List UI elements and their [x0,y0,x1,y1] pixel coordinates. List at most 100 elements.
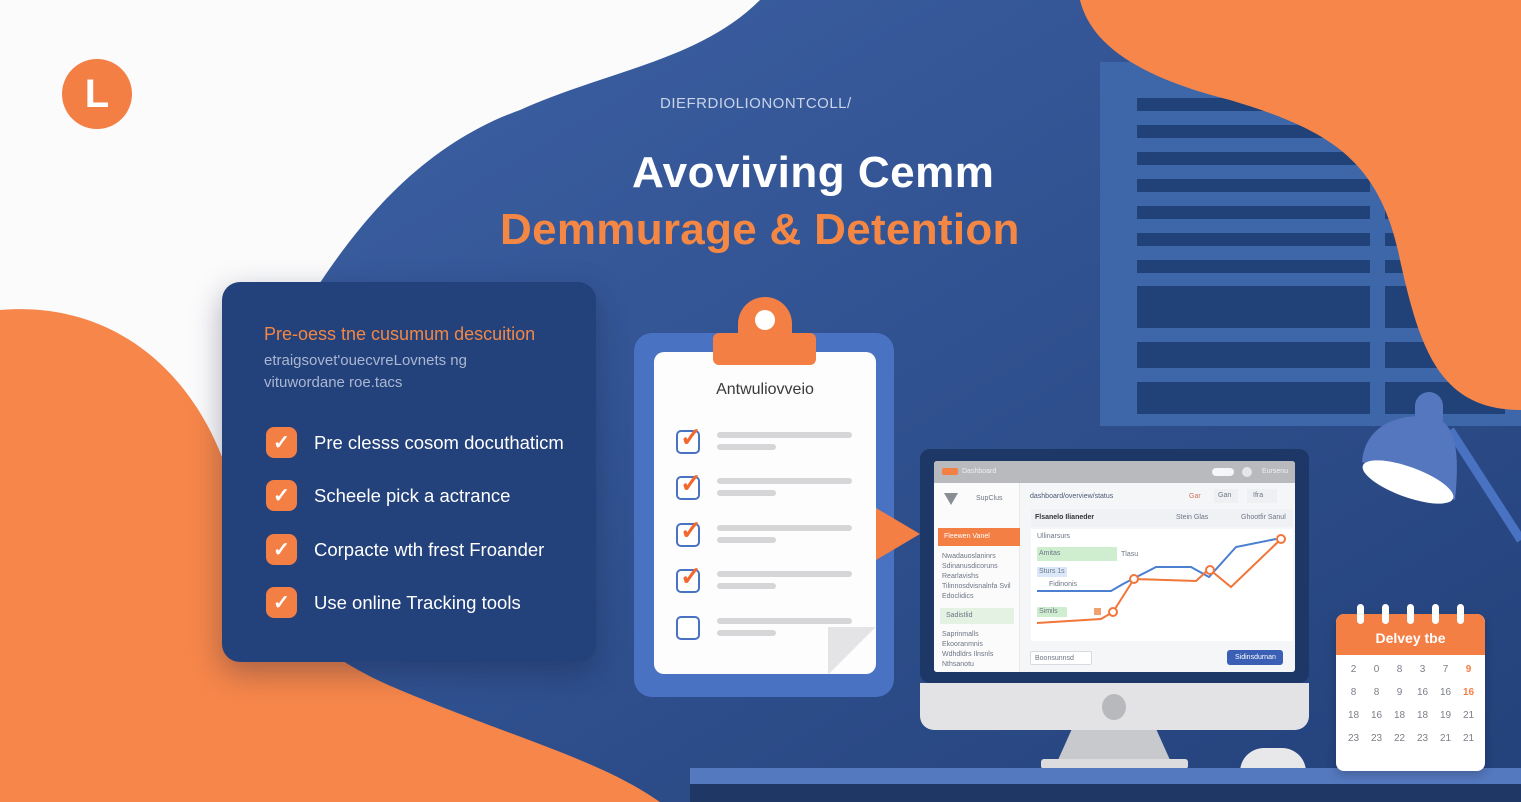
calendar-day[interactable]: 18 [1416,710,1429,721]
calendar-day[interactable]: 16 [1370,710,1383,721]
calendar-grid: 2 0 8 3 7 9 8 8 9 16 16 16 18 16 18 18 19 21 23 23 22 23 21 21 [1342,664,1480,744]
checkbox-checked-icon[interactable]: ✓ [266,534,297,565]
desk-shadow [690,784,1521,802]
checklist-item[interactable]: ✓ [676,468,856,504]
calendar-day[interactable]: 21 [1462,733,1475,744]
checklist-item[interactable] [676,614,856,644]
calendar-day[interactable]: 16 [1416,687,1429,698]
sidebar-item[interactable]: Rearlavishs [942,573,979,580]
calendar-day[interactable]: 7 [1442,664,1449,675]
calendar-day[interactable]: 9 [1396,687,1403,698]
tip-item[interactable]: ✓ Pre clesss cosom docuthaticm [266,427,564,458]
sidebar-item[interactable]: Sdinanusdicoruns [942,563,998,570]
app-name: Dashboard [962,468,997,475]
tip-label: Use online Tracking tools [314,591,521,613]
tips-subtitle-line2: vituwordane roe.tacs [264,374,403,391]
sidebar-item[interactable]: Wdhdldrs Ilnsnls [942,651,994,658]
monitor-logo [1102,694,1126,720]
tip-label: Scheele pick a actrance [314,484,511,506]
calendar-day[interactable]: 21 [1462,710,1475,721]
sidebar-item[interactable]: Tilinnosdvisnalnfa Svil [942,583,1011,590]
page-fold [828,627,876,674]
breadcrumb: dashboard/overview/status [1030,493,1114,500]
sidebar-item[interactable]: Ekooranmnis [942,641,983,648]
sidebar-logo-label: SupClus [976,495,1003,502]
header-button[interactable]: Ifra [1247,489,1277,503]
page-title-line2: Demmurage & Detention [500,205,1020,254]
sidebar-item[interactable]: Saprinmalls [942,631,979,638]
search-input[interactable]: Boonsunnsd [1030,651,1092,665]
calendar-day[interactable]: 3 [1419,664,1426,675]
page-title-line1: Avoviving Cemm [632,148,995,197]
monitor-stand [1058,730,1170,760]
calendar-day[interactable]: 19 [1439,710,1452,721]
calendar-day[interactable]: 23 [1347,733,1360,744]
calendar-ring [1357,604,1364,624]
user-avatar-icon[interactable] [1242,467,1252,477]
calendar-day[interactable]: 18 [1347,710,1360,721]
header-button[interactable]: Gar [1189,493,1201,500]
sidebar-item[interactable]: Edoclidics [942,593,974,600]
calendar-day[interactable]: 23 [1416,733,1429,744]
logo-letter: L [84,71,110,116]
clip-hole [755,310,775,330]
clip-clamp [713,333,816,365]
eyebrow-text: DIEFRDIOLIONONTCOLL/ [660,95,852,112]
app-top-bar: Dashboard Eursenu [934,461,1295,483]
checkbox-empty-icon[interactable] [676,616,700,640]
tips-subtitle-line1: etraigsovet'ouecvreLovnets ng [264,352,467,369]
calendar-day[interactable]: 18 [1393,710,1406,721]
checkbox-checked-icon[interactable]: ✓ [676,561,702,593]
brand-logo[interactable]: L [62,59,132,129]
toggle-pill[interactable] [1212,468,1234,476]
calendar-day[interactable]: 8 [1396,664,1403,675]
calendar-day[interactable]: 9 [1465,664,1472,675]
arrow-right-icon [876,508,920,560]
calendar-day[interactable]: 16 [1462,687,1475,698]
calendar-day[interactable]: 2 [1350,664,1357,675]
checklist-item[interactable]: ✓ [676,561,856,597]
checkbox-checked-icon[interactable]: ✓ [676,422,702,454]
filter-dropdown[interactable]: Stein Glas [1176,514,1209,521]
tip-item[interactable]: ✓ Corpacte wth frest Froander [266,534,544,565]
calendar-day[interactable]: 22 [1393,733,1406,744]
action-button[interactable]: Sidinsdurnan [1227,650,1283,665]
user-name[interactable]: Eursenu [1262,468,1289,475]
tip-label: Pre clesss cosom docuthaticm [314,431,564,453]
calendar-ring [1382,604,1389,624]
calendar-day[interactable]: 8 [1373,687,1380,698]
sidebar-item[interactable]: Nthsanotu [942,661,974,668]
sidebar-item[interactable]: Nwadauoslaninrs [942,553,996,560]
desk [690,768,1521,784]
calendar-ring [1407,604,1414,624]
line-chart [1036,534,1286,624]
tips-card: Pre-oess tne cusumum descuition etraigso… [222,282,596,662]
tip-item[interactable]: ✓ Scheele pick a actrance [266,480,510,511]
calendar-day[interactable]: 21 [1439,733,1452,744]
checklist-item[interactable]: ✓ [676,515,856,551]
calendar-day[interactable]: 8 [1350,687,1357,698]
checkbox-checked-icon[interactable]: ✓ [266,480,297,511]
sidebar-group[interactable]: Sadistlid [940,608,1014,624]
checkbox-checked-icon[interactable]: ✓ [266,427,297,458]
calendar-day[interactable]: 23 [1370,733,1383,744]
tip-item[interactable]: ✓ Use online Tracking tools [266,587,521,618]
calendar-ring [1432,604,1439,624]
calendar-ring [1457,604,1464,624]
sidebar-item-active[interactable]: Fleewen Vanel [938,528,1020,546]
checkbox-checked-icon[interactable]: ✓ [266,587,297,618]
checkbox-checked-icon[interactable]: ✓ [676,468,702,500]
calendar-day[interactable]: 0 [1373,664,1380,675]
monitor-base [1041,759,1188,769]
checkbox-checked-icon[interactable]: ✓ [676,515,702,547]
chart-panel: Ullinarsurs Amitas Tlasu Sturs 1s Fidino… [1031,529,1293,641]
calendar-day[interactable]: 16 [1439,687,1452,698]
checklist-item[interactable]: ✓ [676,422,856,458]
header-button[interactable]: Gan [1214,489,1238,503]
filter-dropdown[interactable]: Ghootfir Sanul [1241,514,1286,521]
shield-icon [944,493,958,505]
